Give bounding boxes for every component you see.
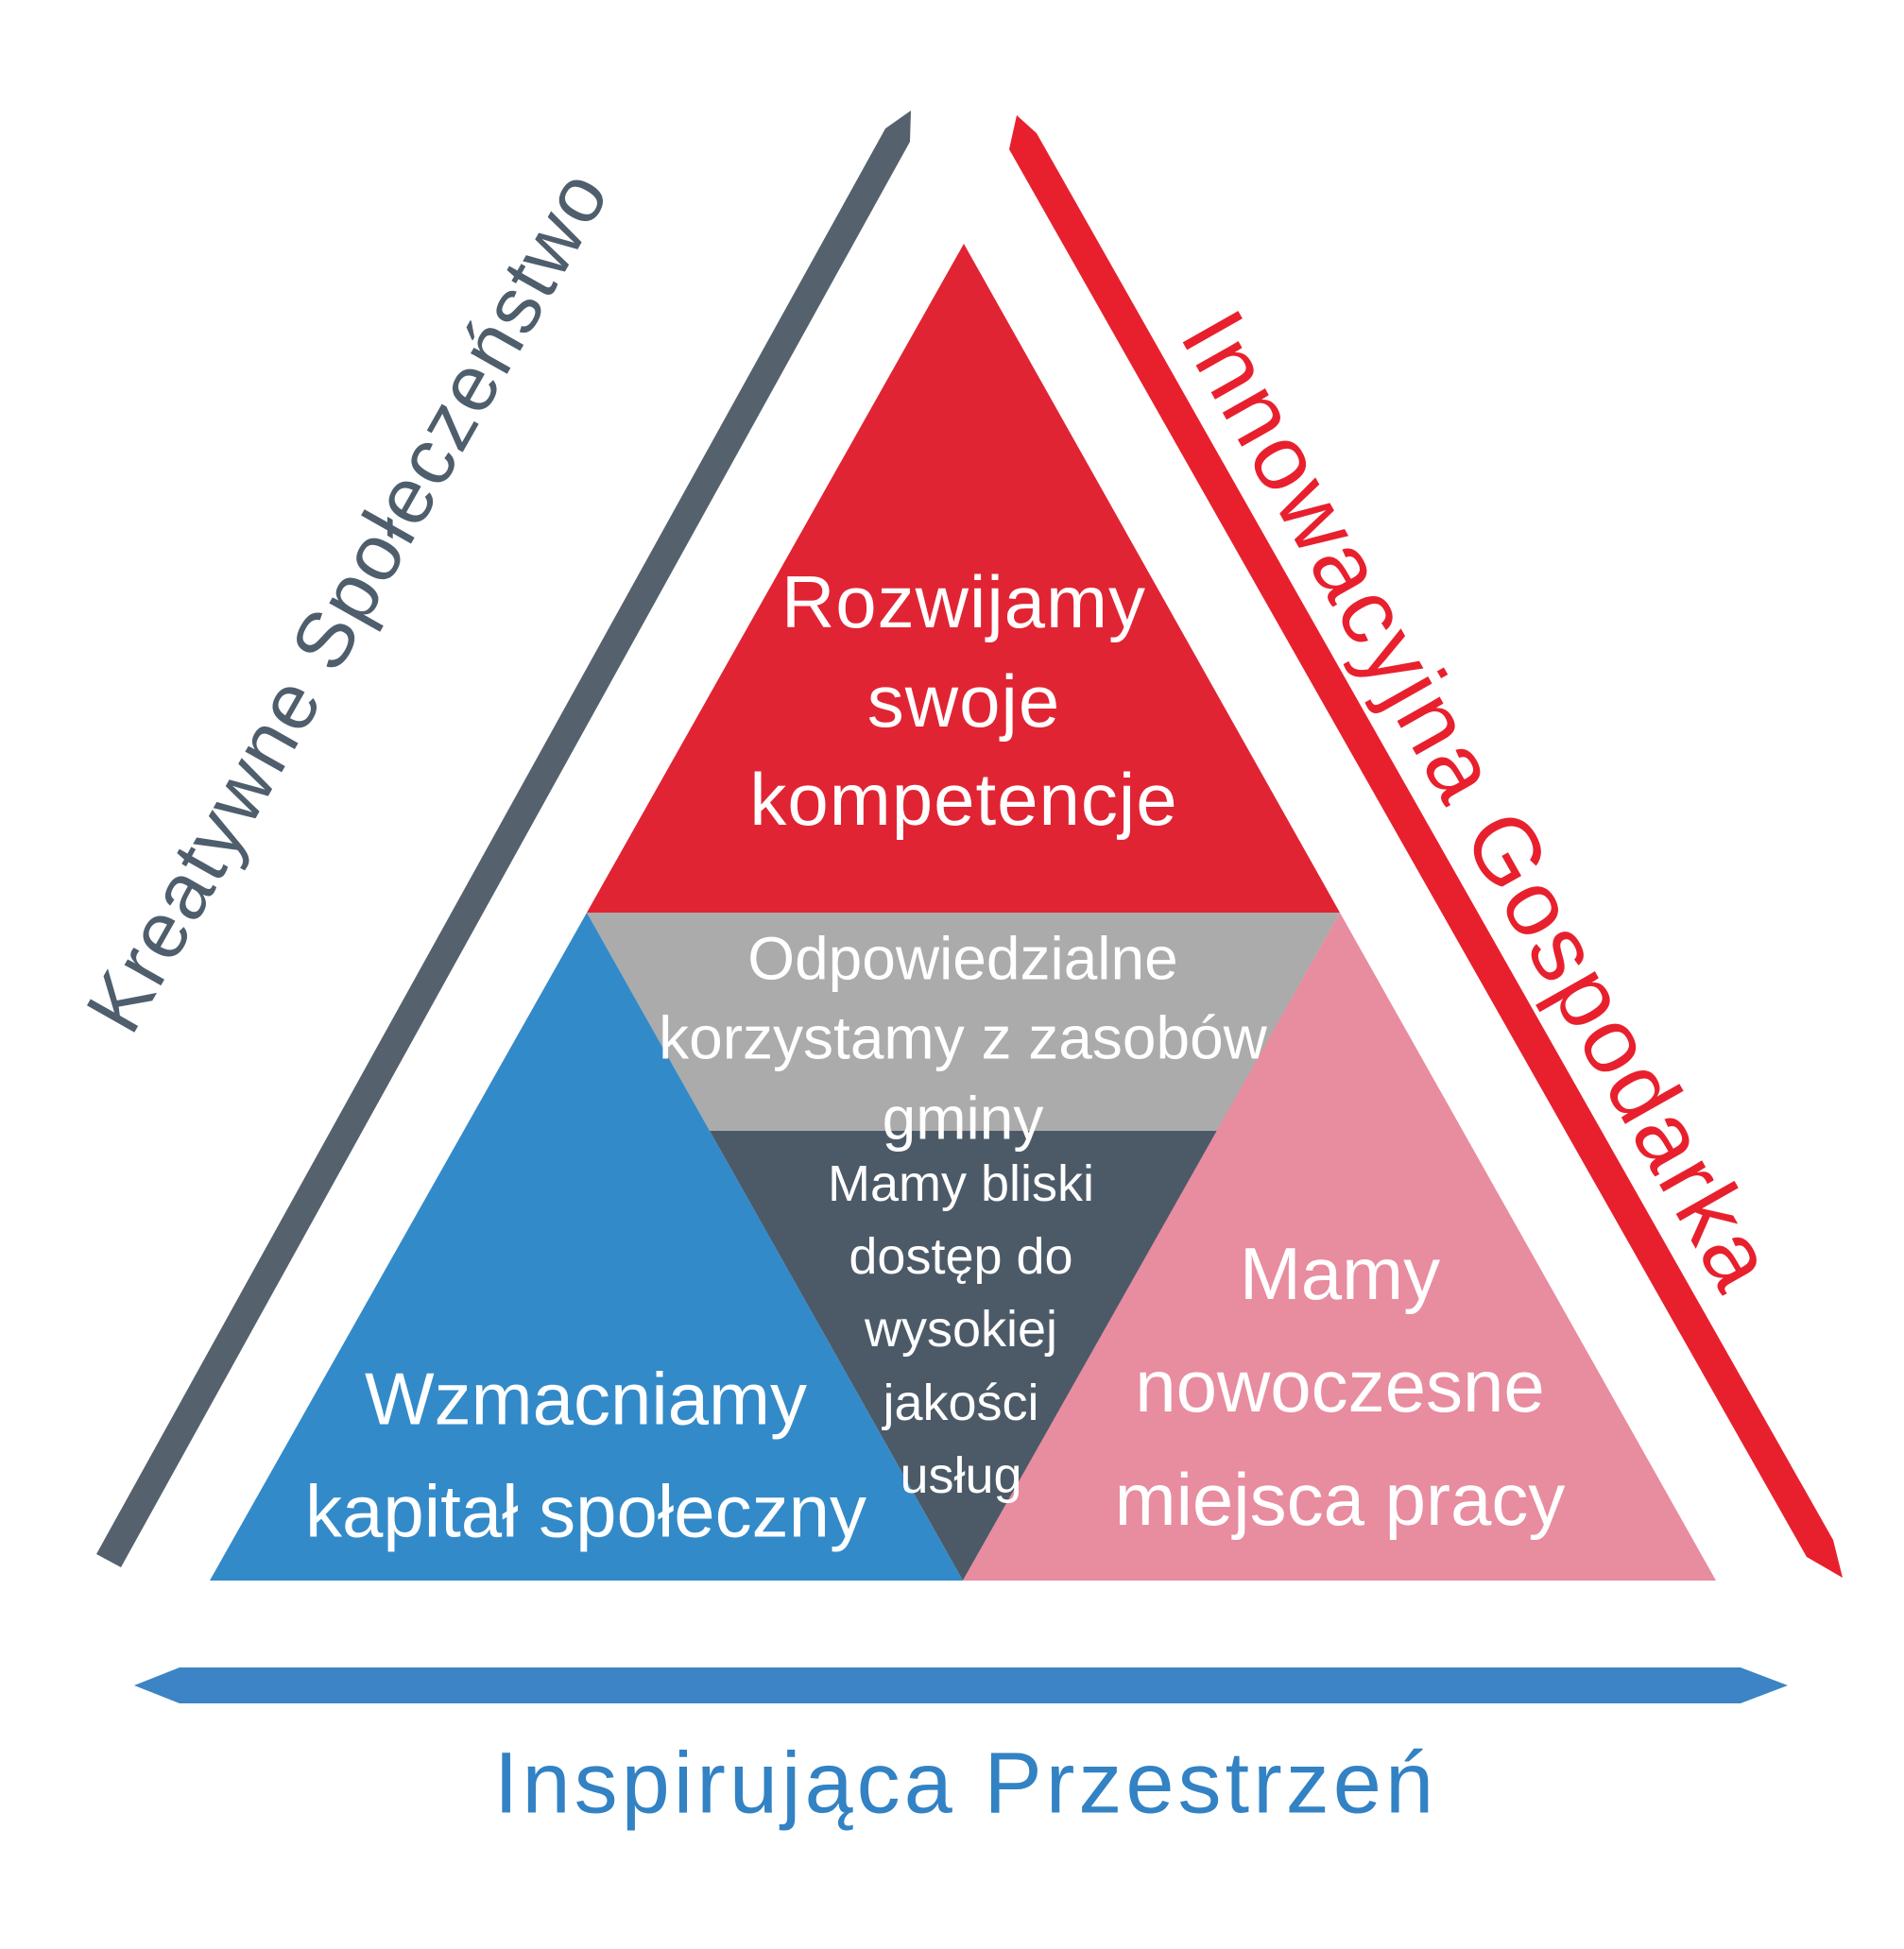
left-axis-arrow-icon	[96, 111, 911, 1567]
bottom-axis-double-arrow-icon	[134, 1667, 1788, 1703]
top-segment-label: Rozwijamy swoje kompetencje	[749, 560, 1178, 842]
middle-band-label: Odpowiedzialne korzystamy z zasobów gmin…	[659, 924, 1267, 1153]
bottom-axis-label: Inspirująca Przestrzeń	[493, 1735, 1438, 1832]
right-segment-label: Mamy nowoczesne miejsca pracy	[1114, 1232, 1566, 1541]
left-segment-label: Wzmacniamy kapitał społeczny	[305, 1357, 866, 1552]
middle-band-shape	[587, 913, 1340, 1131]
center-inverted-triangle-shape	[710, 1131, 1217, 1581]
right-segment-shape	[963, 913, 1716, 1581]
top-segment-shape	[587, 244, 1340, 913]
left-segment-shape	[210, 913, 963, 1581]
right-axis-arrow-icon	[1009, 115, 1843, 1578]
center-triangle-label: Mamy bliski dostęp do wysokiej jakości u…	[827, 1154, 1095, 1504]
